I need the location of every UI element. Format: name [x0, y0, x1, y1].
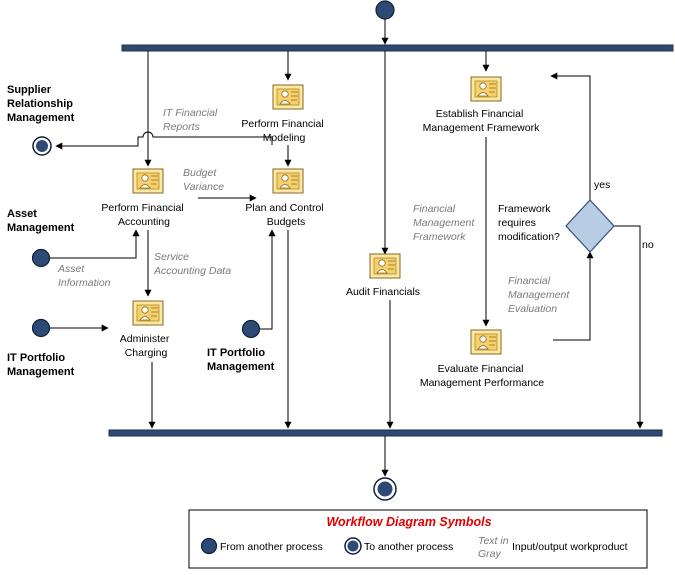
- portfolio-left-source-node: [31, 318, 51, 338]
- asset-source-node: [31, 248, 51, 268]
- workproduct-it-financial-reports: IT Financial Reports: [163, 107, 220, 133]
- external-asset-management-label: Asset Management: [7, 208, 75, 234]
- workproduct-financial-management-evaluation: Financial Management Evaluation: [508, 275, 572, 315]
- activity-icon: [369, 253, 401, 279]
- flow-decision-yes: [550, 72, 591, 200]
- fork-bar: [121, 44, 674, 52]
- flow-portfolio-to-plan: [259, 229, 276, 330]
- flow-evaluate-to-decision: [553, 251, 594, 341]
- activity-icon: [470, 329, 502, 355]
- decision-question: Framework requires modification?: [498, 203, 560, 243]
- workproduct-financial-management-framework: Financial Management Framework: [413, 203, 477, 243]
- end-node-core: [377, 481, 393, 497]
- portfolio-center-source-node: [241, 319, 261, 339]
- legend-title: Workflow Diagram Symbols: [326, 515, 491, 529]
- activity-icon: [132, 300, 164, 326]
- legend-box: [188, 509, 648, 569]
- start-node: [375, 0, 395, 20]
- supplier-destination-core: [36, 140, 48, 152]
- workproduct-asset-information: Asset Information: [57, 263, 111, 289]
- activity-audit-financials-label: Audit Financials: [346, 286, 420, 298]
- activity-icon: [272, 168, 304, 194]
- activity-administer-charging-label: Administer Charging: [120, 333, 173, 359]
- activity-icon: [132, 168, 164, 194]
- legend-text-in-gray: Text in Gray: [478, 535, 511, 560]
- flow-asset-to-accounting: [49, 229, 140, 259]
- decision-no-label: no: [642, 239, 654, 251]
- external-it-portfolio-left-label: IT Portfolio Management: [7, 352, 75, 378]
- join-bar: [108, 429, 663, 437]
- flow-to-supplier: [55, 131, 273, 150]
- legend-to-process-label: To another process: [364, 541, 453, 553]
- activity-establish-framework-label: Establish Financial Management Framework: [423, 108, 540, 134]
- legend-to-process-core: [347, 540, 359, 552]
- activity-financial-accounting-label: Perform Financial Accounting: [101, 202, 186, 228]
- decision-diamond: [565, 199, 615, 253]
- legend-io-workproduct-label: Input/output workproduct: [512, 541, 628, 553]
- workproduct-service-accounting-data: Service Accounting Data: [153, 251, 231, 277]
- activity-icon: [470, 76, 502, 102]
- external-supplier-relationship-label: Supplier Relationship Management: [7, 84, 76, 124]
- external-it-portfolio-center-label: IT Portfolio Management: [207, 347, 275, 373]
- activity-icon: [272, 84, 304, 110]
- decision-yes-label: yes: [594, 179, 610, 191]
- legend-from-process-icon: [200, 537, 218, 555]
- legend-from-process-label: From another process: [220, 541, 323, 553]
- activity-evaluate-performance-label: Evaluate Financial Management Performanc…: [420, 363, 544, 389]
- activity-financial-modeling-label: Perform Financial Modeling: [241, 118, 326, 144]
- workproduct-budget-variance: Budget Variance: [183, 167, 224, 193]
- flow-decision-no: [614, 225, 644, 429]
- activity-plan-budgets-label: Plan and Control Budgets: [245, 202, 326, 228]
